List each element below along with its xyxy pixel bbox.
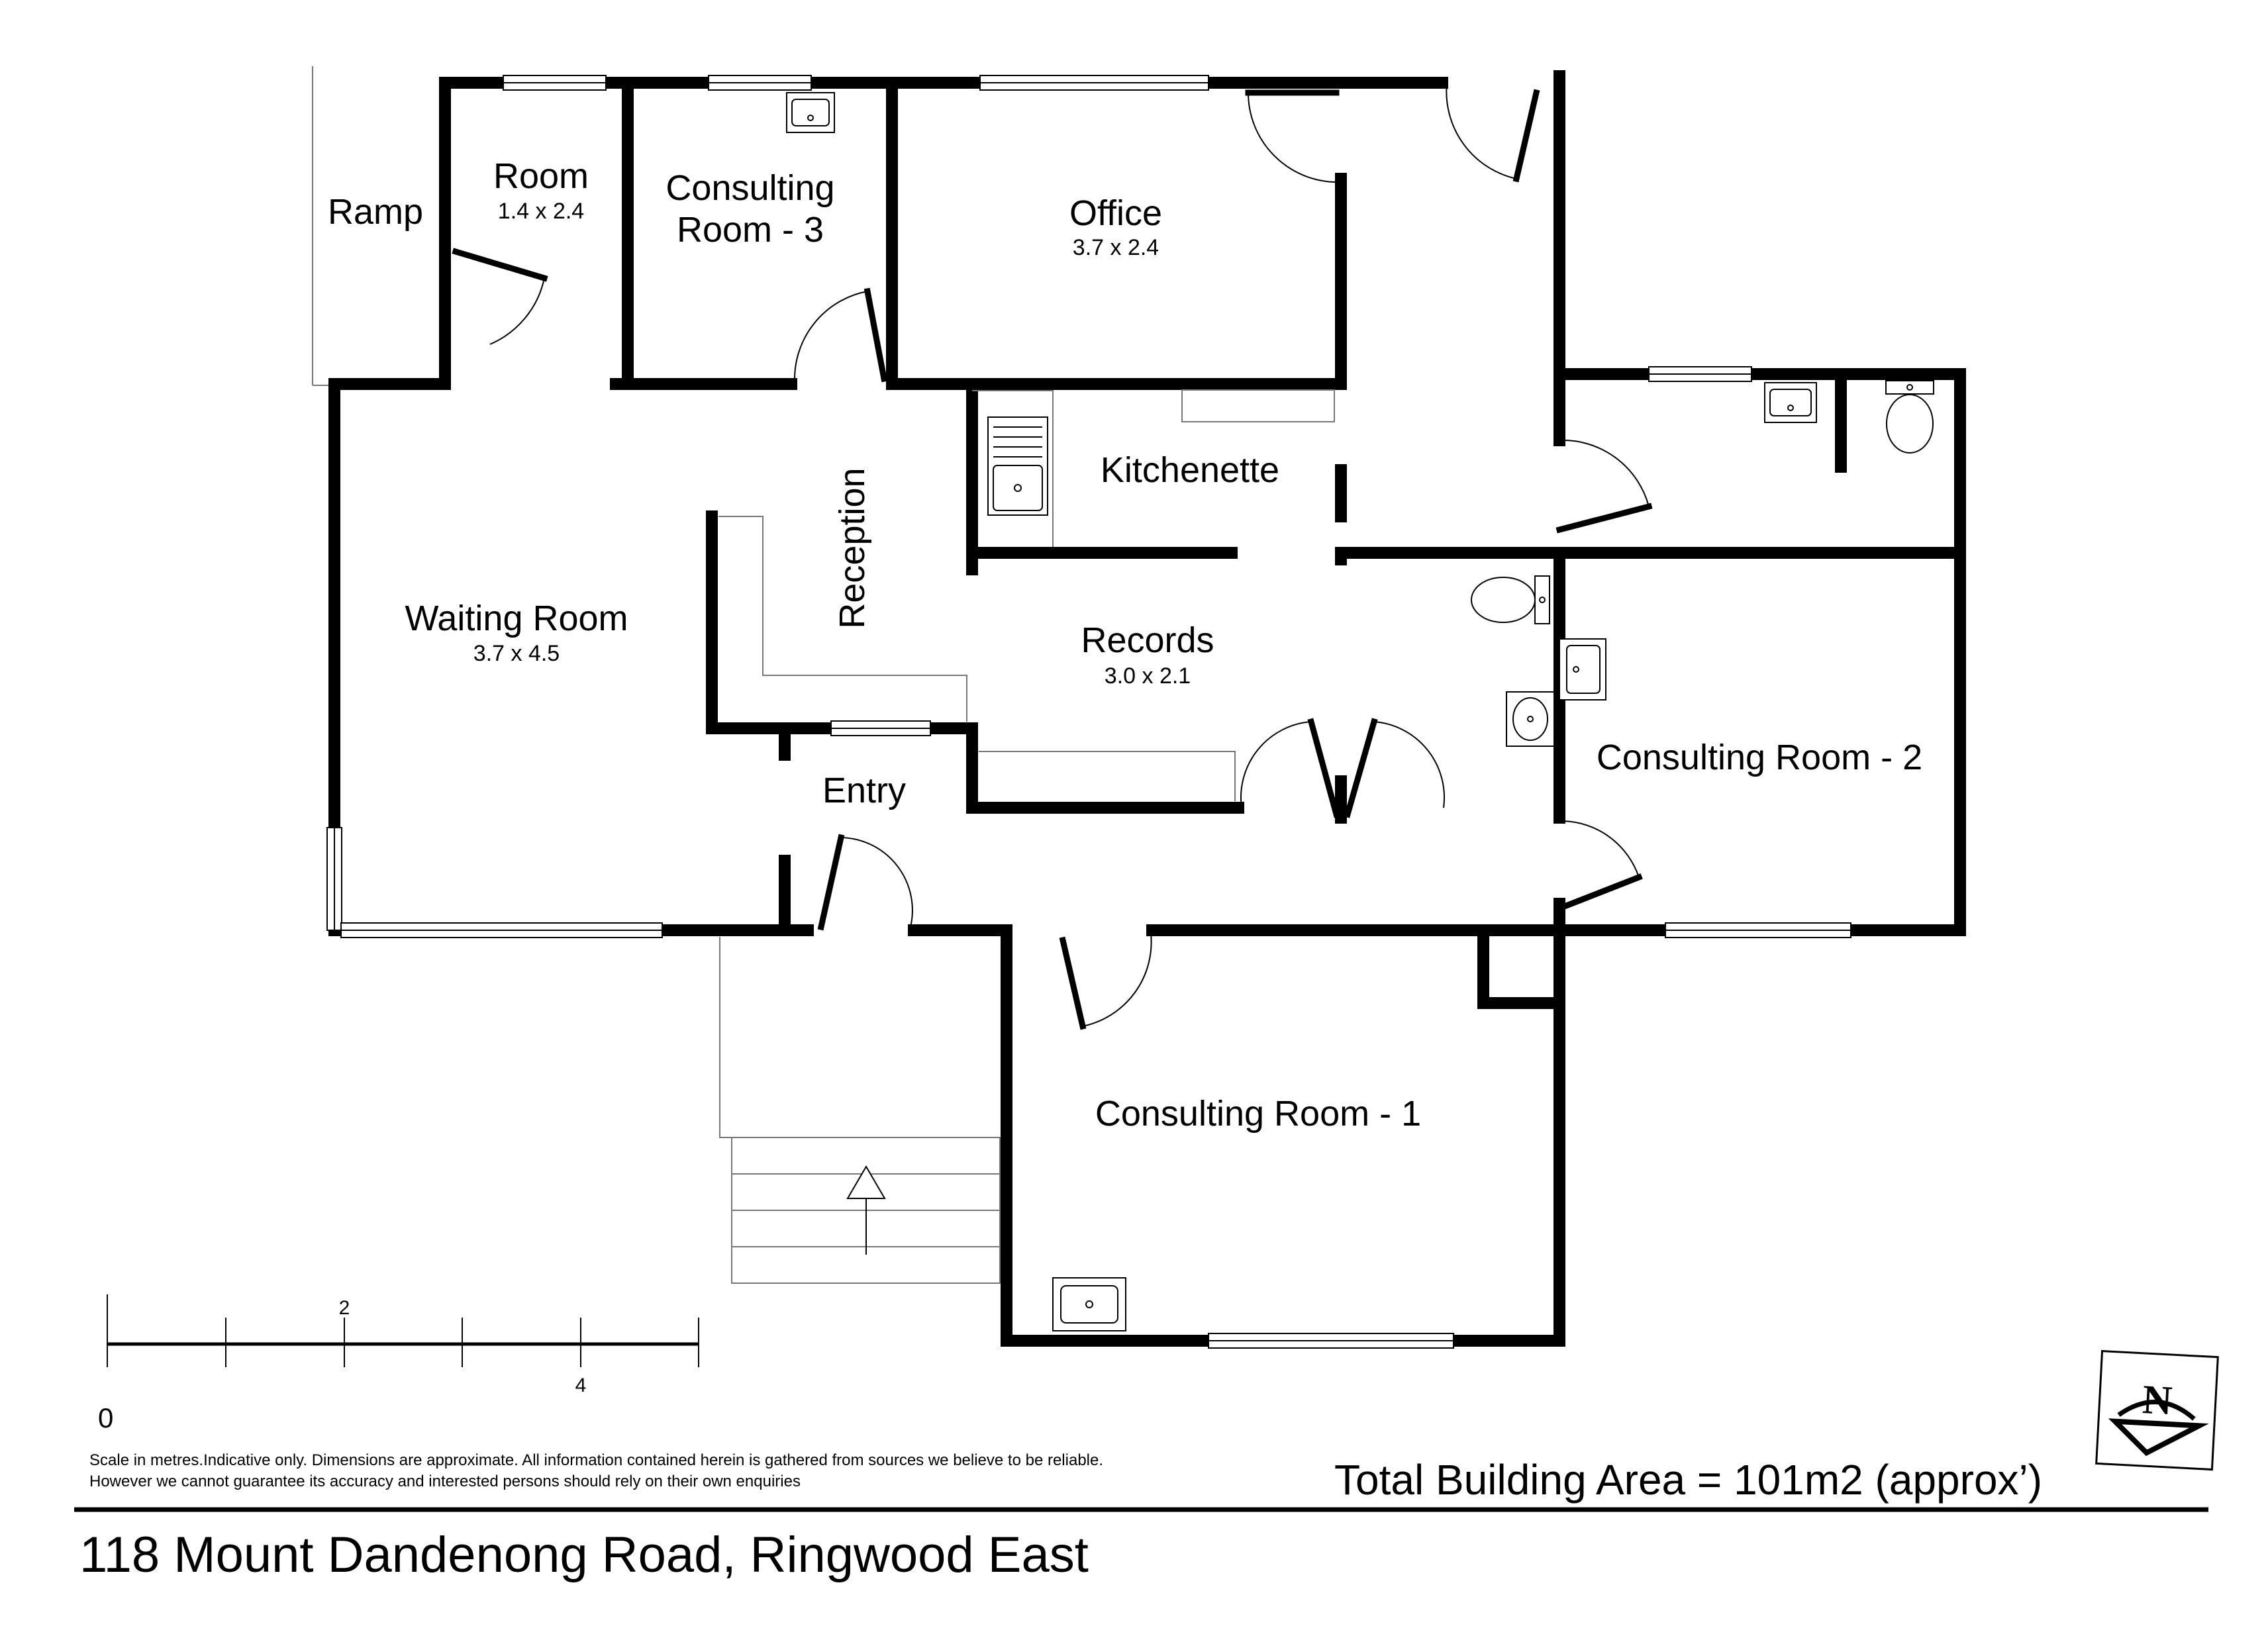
room-label-kitchenette: Kitchenette [1101,450,1279,490]
room-label-ramp: Ramp [328,192,423,232]
reception-counter [718,516,967,722]
room-label-consulting-3-line1: Consulting [666,168,834,208]
room-label-room: Room [493,156,589,196]
scale-label-2: 2 [339,1297,350,1319]
disclaimer-text: Scale in metres.Indicative only. Dimensi… [89,1451,1104,1490]
sink-icon [1559,638,1606,700]
room-label-consulting-2: Consulting Room - 2 [1597,738,1922,777]
scale-label-4: 4 [575,1375,587,1396]
records-shelf [979,751,1236,801]
windows [326,75,1851,1349]
scale-bar: 2 4 [107,1294,699,1396]
room-label-records: Records [1081,620,1214,660]
property-address: 118 Mount Dandenong Road, Ringwood East [79,1527,1089,1583]
room-label-consulting-3-line2: Room - 3 [677,210,824,250]
north-compass-icon: N [2095,1349,2219,1471]
sink-icon [786,92,835,133]
room-label-waiting-room: Waiting Room [405,599,628,638]
room-dims-waiting-room: 3.7 x 4.5 [473,641,560,666]
fixtures [718,92,1934,1331]
toilet-icon [1885,380,1934,454]
sink-icon [1764,382,1817,423]
scale-label-0: 0 [98,1402,114,1433]
room-label-office: Office [1069,193,1162,233]
doors [452,82,1653,1030]
room-dims-room: 1.4 x 2.4 [498,199,584,224]
toilet-icon [1471,575,1550,624]
stairs [719,937,1001,1284]
room-label-reception: Reception [832,467,872,628]
sink-icon [1506,691,1555,747]
sink-icon [1052,1277,1126,1331]
room-labels: Ramp Room 1.4 x 2.4 Consulting Room - 3 … [328,156,1922,1134]
room-label-entry: Entry [822,771,906,810]
room-dims-office: 3.7 x 2.4 [1073,235,1159,260]
kitchen-sink-icon [987,416,1048,516]
walls [328,70,1966,1347]
total-building-area: Total Building Area = 101m2 (approx’) [1334,1456,2043,1504]
room-label-consulting-1: Consulting Room - 1 [1095,1094,1421,1134]
room-dims-records: 3.0 x 2.1 [1105,663,1191,689]
kitchen-bench [972,389,1335,547]
compass-letter: N [2142,1377,2173,1424]
